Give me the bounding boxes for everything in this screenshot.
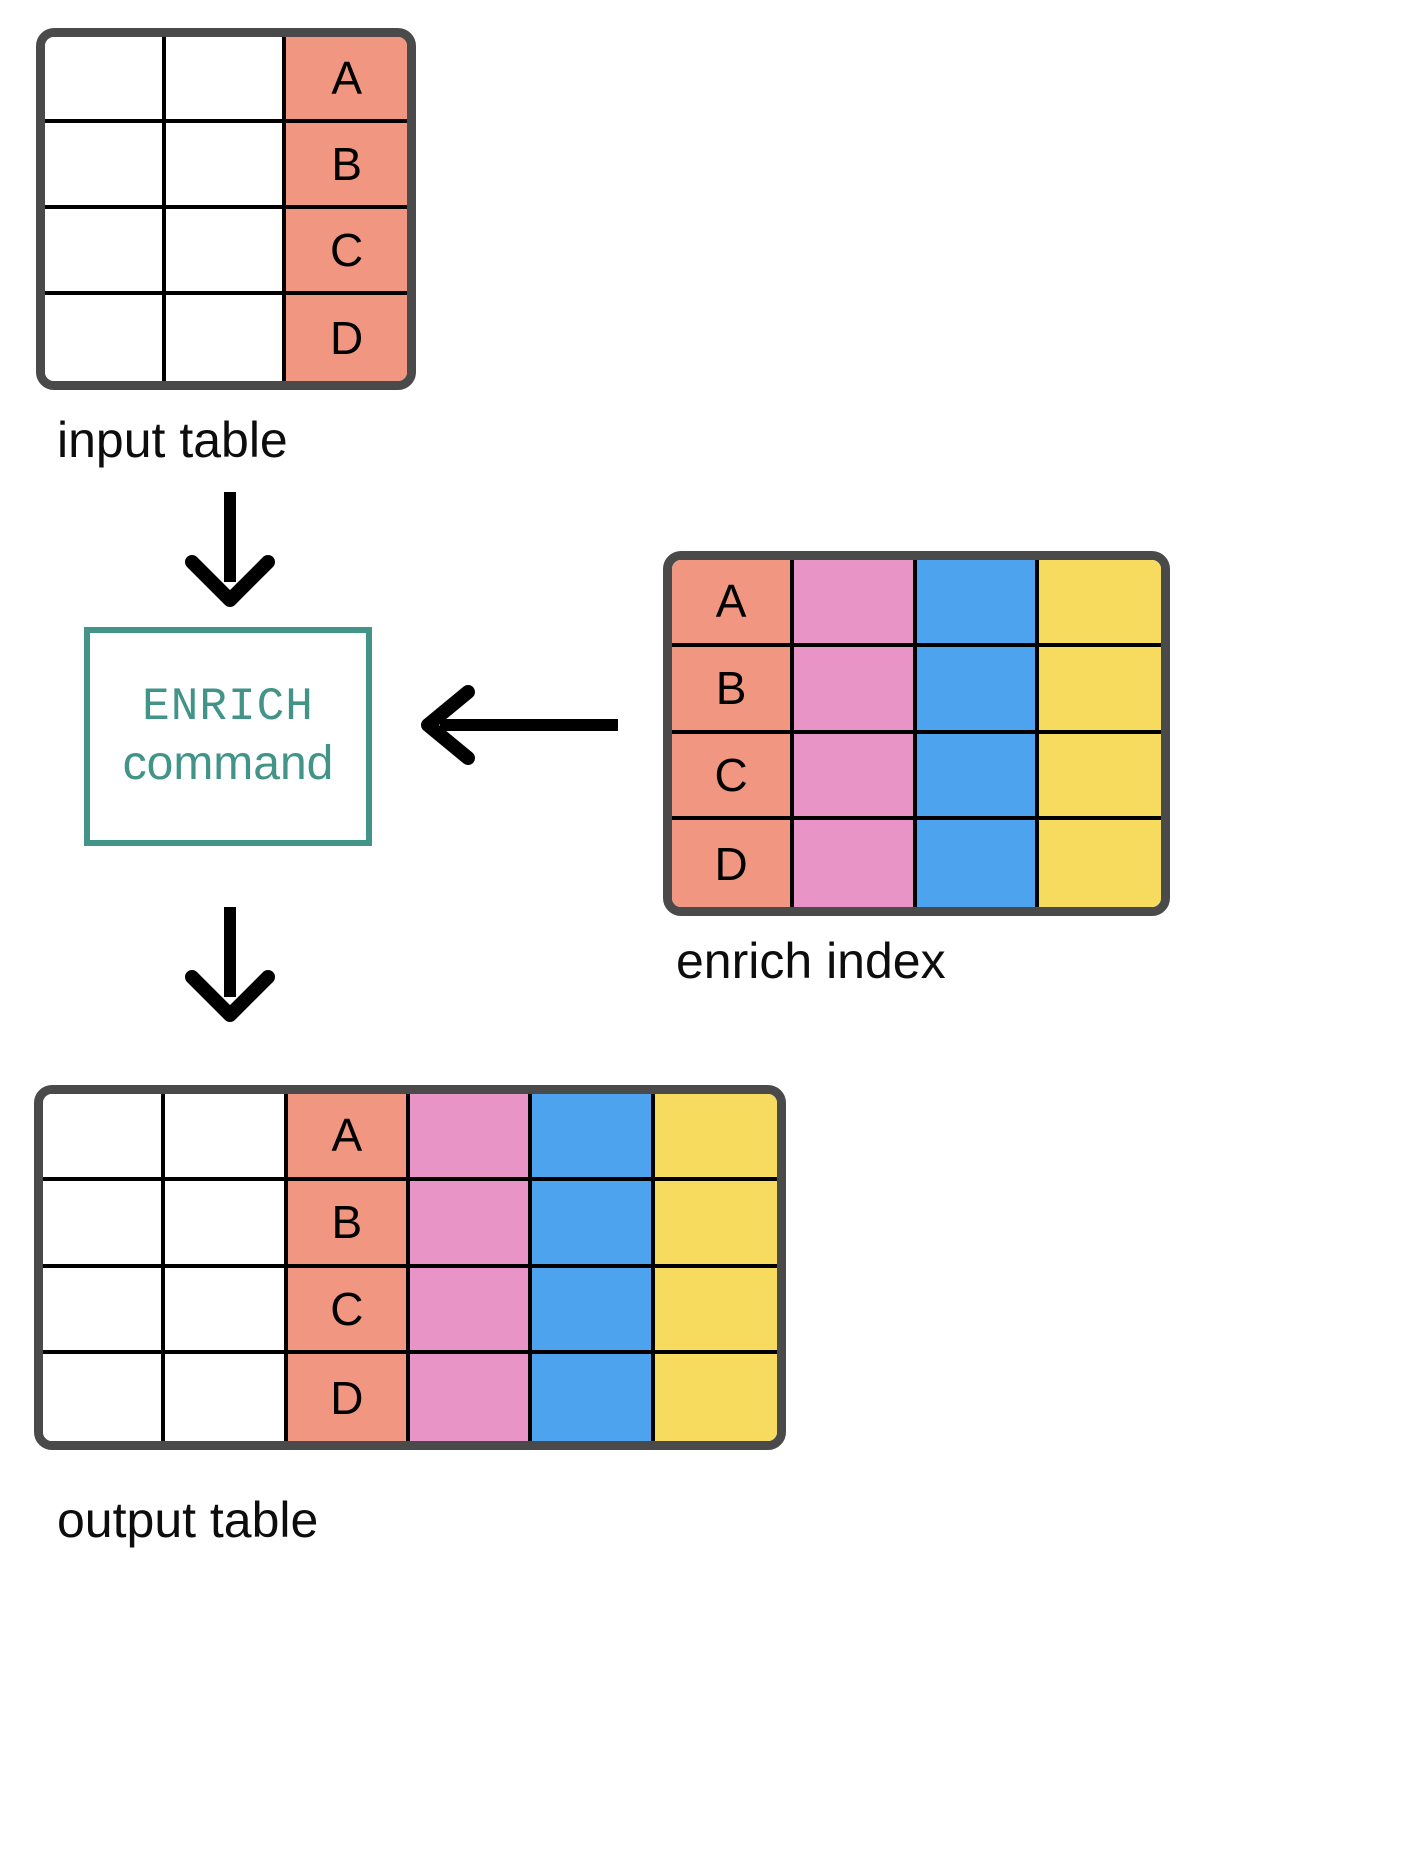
output-table-cell-r2c5	[532, 1180, 655, 1268]
input-table-cell-r3c3: C	[286, 209, 407, 295]
input-table-cell-r1c2	[165, 37, 287, 123]
output-table-cell-r4c5	[532, 1354, 655, 1441]
output-table-cell-r2c3: B	[287, 1180, 410, 1268]
arrow-down-enrich-to-output-icon	[185, 907, 275, 1022]
arrow-down-input-to-enrich-icon	[185, 492, 275, 607]
enrich-index-cell-r2c4	[1038, 646, 1161, 734]
output-table-cell-r3c4	[410, 1267, 533, 1355]
enrich-index-cell-r3c2	[794, 733, 917, 821]
output-table-cell-r3c3: C	[287, 1267, 410, 1355]
output-table-cell-r2c2	[165, 1180, 288, 1268]
enrich-index-cell-r2c2	[794, 646, 917, 734]
output-table-cell-r1c4	[410, 1094, 533, 1181]
output-table-caption: output table	[57, 1492, 319, 1548]
input-table-cell-r3c2	[165, 209, 287, 295]
output-table-cell-r2c1	[43, 1180, 166, 1268]
enrich-index-cell-r3c3	[916, 733, 1039, 821]
enrich-index-cell-r4c1: D	[672, 820, 795, 907]
output-table-cell-r4c1	[43, 1354, 166, 1441]
enrich-index-cell-r1c1: A	[672, 560, 795, 647]
output-table-cell-r3c5	[532, 1267, 655, 1355]
output-table-cell-r4c6	[654, 1354, 777, 1441]
output-table-cell-r4c3: D	[287, 1354, 410, 1441]
enrich-command-word-label: command	[122, 737, 334, 791]
enrich-index-cell-r3c4	[1038, 733, 1161, 821]
output-table-cell-r4c4	[410, 1354, 533, 1441]
input-table-cell-r4c3: D	[286, 295, 407, 381]
enrich-index-cell-r2c1: B	[672, 646, 795, 734]
enrich-index-cell-r4c4	[1038, 820, 1161, 907]
enrich-index-cell-r1c4	[1038, 560, 1161, 647]
enrich-command-box: ENRICH command	[84, 627, 372, 846]
input-table-cell-r4c1	[45, 295, 166, 381]
output-table-cell-r1c1	[43, 1094, 166, 1181]
enrich-keyword-label: ENRICH	[142, 681, 314, 734]
enrich-index-caption: enrich index	[676, 933, 946, 989]
input-table-cell-r1c1	[45, 37, 166, 123]
output-table-cell-r3c2	[165, 1267, 288, 1355]
input-table-cell-r2c2	[165, 123, 287, 209]
output-table-cell-r3c1	[43, 1267, 166, 1355]
input-table-cell-r3c1	[45, 209, 166, 295]
output-table-cell-r3c6	[654, 1267, 777, 1355]
output-table-cell-r2c6	[654, 1180, 777, 1268]
enrich-index-cell-r1c2	[794, 560, 917, 647]
arrow-left-index-to-enrich-icon	[421, 685, 618, 765]
output-table-cell-r4c2	[165, 1354, 288, 1441]
enrich-index-cell-r4c2	[794, 820, 917, 907]
enrich-index-cell-r3c1: C	[672, 733, 795, 821]
input-table-cell-r4c2	[165, 295, 287, 381]
input-table-caption: input table	[57, 412, 288, 468]
enrich-index-cell-r2c3	[916, 646, 1039, 734]
enrich-index-cell-r1c3	[916, 560, 1039, 647]
input-table-cell-r2c1	[45, 123, 166, 209]
output-table-cell-r1c5	[532, 1094, 655, 1181]
output-table-cell-r1c2	[165, 1094, 288, 1181]
output-table-cell-r1c6	[654, 1094, 777, 1181]
input-table-cell-r2c3: B	[286, 123, 407, 209]
output-table-cell-r2c4	[410, 1180, 533, 1268]
input-table-cell-r1c3: A	[286, 37, 407, 123]
output-table-cell-r1c3: A	[287, 1094, 410, 1181]
enrich-index-cell-r4c3	[916, 820, 1039, 907]
